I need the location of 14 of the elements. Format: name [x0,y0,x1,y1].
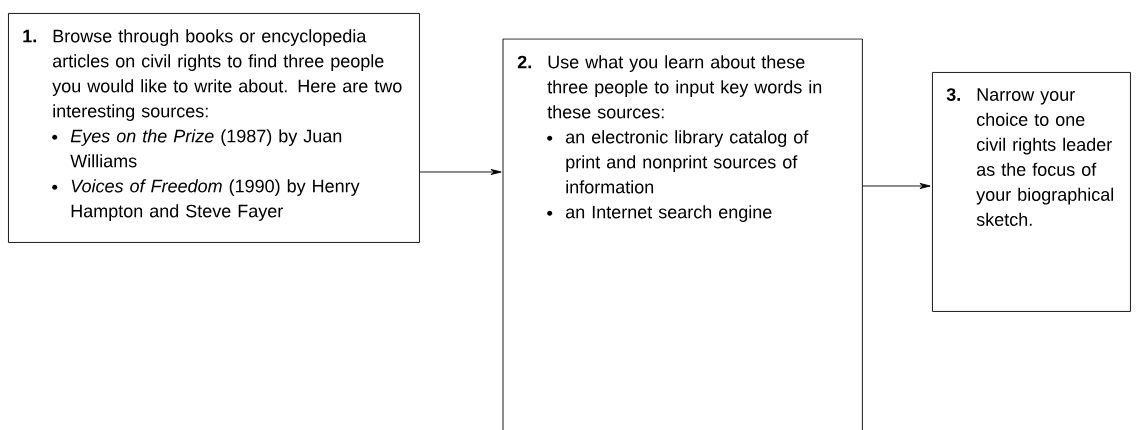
arrow [419,169,502,175]
bullet-text: Voices of Freedom (1990) by Henry Hampton and Steve Fayer [71,179,360,221]
step-text: Use what you learn about these three people to input key words in these sources: [547,55,822,119]
step-number: 3. [946,88,960,101]
step-box [932,72,1131,312]
bullet-text: Eyes on the Prize (1987) by Juan Williams [70,129,342,168]
step-box [502,38,863,430]
step-number: 2. [517,55,531,69]
step-number: 1. [23,29,36,43]
arrow [861,183,931,189]
bullet-text: an Internet search engine [566,205,772,222]
step-box [8,13,420,243]
step-text: Browse through books or encyclopedia articles on civil rights to find three people you would like to write about. Here are two interesting sources: [52,29,402,121]
step-text: Narrow your choice to one civil rights leader as the focus of your biographical sketch. [976,88,1114,226]
